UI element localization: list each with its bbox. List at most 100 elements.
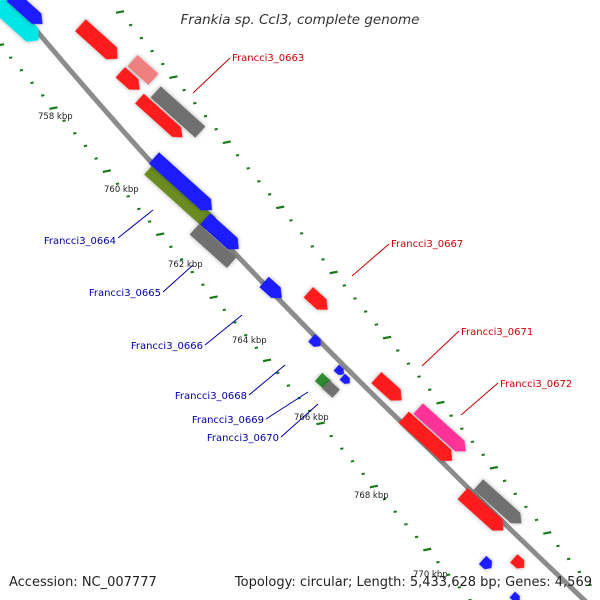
gene-0670-grey[interactable] [322, 380, 340, 398]
inner-ruler-tick [457, 586, 462, 589]
gene-0664-olive[interactable] [144, 162, 216, 230]
outer-ruler-tick [150, 49, 154, 53]
inner-ruler-tick [275, 371, 280, 375]
gene-0672-red[interactable] [398, 411, 457, 467]
outer-ruler-tick [556, 544, 560, 548]
outer-ruler-tick [329, 270, 338, 275]
gene-0664-blue[interactable] [148, 152, 217, 215]
inner-ruler-tick [369, 484, 379, 489]
inner-ruler-tick [201, 283, 205, 286]
gene-label-0665[interactable]: Francci3_0665 [89, 288, 161, 299]
gene-0663-salmon[interactable] [127, 55, 159, 85]
tick-label-760: 760 kbp [104, 185, 139, 195]
outer-ruler-tick [406, 362, 411, 365]
gene-0672-pink[interactable] [413, 403, 471, 456]
outer-ruler-tick [267, 193, 272, 196]
tick-label-768: 768 kbp [354, 491, 389, 501]
leader-0666 [204, 314, 243, 346]
outer-ruler-tick [182, 88, 186, 92]
inner-ruler-tick [137, 207, 141, 211]
gene-label-0664[interactable]: Francci3_0664 [44, 236, 116, 247]
gene-red-lower-a[interactable] [457, 488, 509, 536]
inner-ruler-tick [0, 43, 5, 47]
tick-label-766: 766 kbp [294, 413, 329, 423]
genome-summary-text: Topology: circular; Length: 5,433,628 bp… [234, 575, 592, 590]
inner-ruler-tick [156, 232, 165, 237]
gene-label-0668[interactable]: Francci3_0668 [175, 391, 247, 402]
inner-ruler-tick [190, 270, 195, 274]
gene-0663-red-c[interactable] [135, 93, 187, 142]
gene-0666-blue[interactable] [259, 276, 286, 303]
gene-0669-blue-a[interactable] [333, 364, 347, 378]
gene-label-0667[interactable]: Francci3_0667 [391, 239, 463, 250]
outer-ruler-tick [395, 349, 400, 352]
outer-ruler-tick [246, 166, 250, 170]
outer-ruler-tick [417, 375, 421, 378]
inner-ruler-tick [436, 560, 440, 564]
tick-marks [0, 10, 592, 600]
tick-label-764: 764 kbp [232, 336, 267, 346]
leader-0663 [192, 57, 231, 94]
outer-ruler-tick [436, 400, 445, 405]
gene-label-0669[interactable]: Francci3_0669 [192, 415, 264, 426]
gene-0665-blue[interactable] [200, 213, 243, 254]
leader-0672 [460, 382, 499, 416]
leader-0671 [421, 330, 460, 367]
gene-0667-red[interactable] [303, 287, 333, 315]
outer-ruler-tick [566, 557, 571, 561]
inner-ruler-tick [94, 157, 98, 160]
gene-blue-bottom[interactable] [509, 591, 523, 600]
inner-ruler-tick [209, 295, 218, 300]
gene-label-0672[interactable]: Francci3_0672 [500, 379, 572, 390]
outer-ruler-tick [192, 101, 197, 105]
gene-cyan[interactable] [0, 0, 44, 47]
gene-0663-grey[interactable] [150, 86, 206, 138]
inner-ruler-tick [179, 258, 184, 261]
inner-ruler-tick [19, 68, 24, 72]
gene-label-0663[interactable]: Francci3_0663 [232, 53, 304, 64]
gene-0665-grey[interactable] [189, 224, 237, 268]
outer-ruler-tick [534, 518, 539, 522]
inner-ruler-tick [102, 169, 112, 174]
leader-0665 [162, 264, 194, 293]
outer-ruler-tick [139, 36, 144, 40]
outer-ruler-tick [577, 570, 582, 574]
outer-ruler-tick [513, 492, 518, 496]
tick-label-758: 758 kbp [38, 112, 73, 122]
inner-ruler-tick [329, 434, 333, 438]
inner-ruler-tick [8, 56, 13, 59]
gene-red-lower-b[interactable] [510, 554, 528, 572]
gene-0663-red-a[interactable] [75, 19, 123, 64]
inner-ruler-tick [404, 523, 408, 526]
inner-ruler-tick [286, 384, 291, 387]
gene-blue-top[interactable] [6, 0, 48, 29]
outer-ruler-tick [427, 388, 432, 391]
leader-0664 [117, 209, 154, 239]
gene-grey-lower[interactable] [473, 479, 526, 528]
gene-label-0671[interactable]: Francci3_0671 [461, 327, 533, 338]
gene-0668-blue[interactable] [308, 334, 324, 349]
gene-0669-blue-b[interactable] [339, 373, 353, 387]
gene-blue-lower[interactable] [478, 555, 495, 572]
inner-ruler-tick [30, 81, 34, 85]
gene-0671-red[interactable] [371, 372, 406, 406]
outer-ruler-tick [363, 310, 368, 313]
gene-label-0666[interactable]: Francci3_0666 [131, 341, 203, 352]
gene-0663-red-b[interactable] [115, 67, 145, 95]
inner-ruler-tick [350, 459, 355, 463]
outer-ruler-tick [222, 140, 232, 145]
outer-ruler-tick [524, 505, 528, 509]
outer-ruler-tick [374, 323, 379, 326]
outer-ruler-tick [502, 479, 507, 483]
outer-ruler-tick [353, 297, 357, 300]
outer-ruler-tick [235, 153, 240, 157]
inner-ruler-tick [361, 472, 365, 476]
inner-ruler-tick [414, 535, 419, 539]
leader-0669 [265, 391, 309, 420]
inner-ruler-tick [222, 308, 227, 312]
outer-ruler-tick [449, 414, 453, 418]
inner-ruler-tick [340, 447, 344, 450]
gene-label-0670[interactable]: Francci3_0670 [207, 433, 279, 444]
